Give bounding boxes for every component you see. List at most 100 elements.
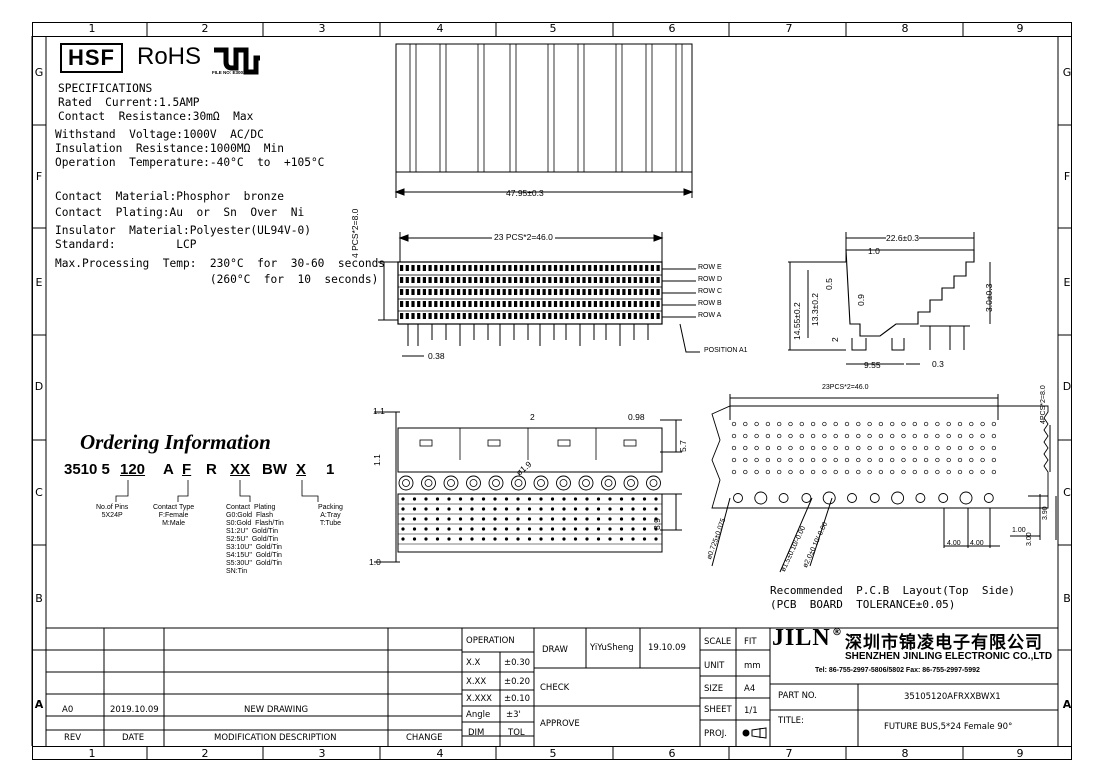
pcb-hole <box>923 421 929 427</box>
contact-pin <box>571 277 575 283</box>
contact-pin <box>514 313 518 319</box>
contact-pin <box>451 313 455 319</box>
contact-pin <box>496 301 501 307</box>
pcb-hole <box>743 469 748 475</box>
tail-dot <box>470 497 474 501</box>
pcb-hole <box>799 457 804 463</box>
contact-pin <box>639 277 643 283</box>
contact-pin <box>605 313 609 319</box>
pcb-hole <box>957 469 963 475</box>
contact-pin <box>559 313 563 319</box>
peg-circle-inner <box>447 479 455 487</box>
contact-pin <box>548 277 552 283</box>
tail-dot <box>447 527 451 531</box>
contact-pin <box>474 265 478 271</box>
tail-dot <box>619 527 624 531</box>
contact-pin <box>451 277 455 283</box>
zone-col: 5 <box>549 22 557 35</box>
contact-pin <box>645 313 649 319</box>
tail-dot <box>631 497 635 501</box>
contact-pin <box>485 277 489 283</box>
peg-circle-inner <box>514 479 523 487</box>
dim-front-1-1a: 1.1 <box>373 406 385 416</box>
tail-dot <box>539 517 543 521</box>
pcb-hole <box>810 421 816 427</box>
pcb-hole <box>765 445 771 451</box>
dim-label: DIM <box>468 728 485 738</box>
zone-col: 6 <box>668 747 676 760</box>
contact-pin <box>571 301 575 307</box>
dim-front-0-98: 0.98 <box>628 412 645 422</box>
tail-dot <box>412 537 417 541</box>
contact-pin <box>548 301 552 307</box>
contact-pin <box>588 265 592 271</box>
pn-prefix: 3510 5 <box>64 461 110 478</box>
contact-pin <box>411 289 415 295</box>
pcb-hole <box>980 421 985 427</box>
contact-pin <box>650 313 654 319</box>
zone-ruler-bottom: 1 2 3 4 5 6 7 8 9 <box>32 746 1072 761</box>
pcb-hole <box>991 469 997 475</box>
tail-dot <box>562 527 566 531</box>
contact-pin <box>457 265 461 271</box>
zone-row: D <box>34 380 44 393</box>
tail-dot <box>481 517 486 521</box>
contact-pin <box>582 265 586 271</box>
contact-pin <box>605 301 609 307</box>
pcb-hole <box>935 457 940 463</box>
contact-pin <box>519 301 523 307</box>
tail-dot <box>504 517 509 521</box>
pcb-hole <box>731 421 737 427</box>
title-label: TITLE: <box>778 716 804 726</box>
pcb-hole <box>844 469 850 475</box>
tail-dot <box>516 497 520 501</box>
contact-pin <box>576 277 580 283</box>
tail-dot <box>550 507 555 511</box>
zone-row: B <box>35 592 43 605</box>
contact-pin <box>411 301 415 307</box>
company-name-cn: 深圳市锦凌电子有限公司 <box>845 633 1043 653</box>
pcb-hole <box>799 433 804 439</box>
tail-dot <box>412 497 417 501</box>
contact-pin <box>650 277 654 283</box>
contact-pin <box>502 277 506 283</box>
tail-dot <box>573 507 578 511</box>
peg-circle-inner <box>492 479 500 487</box>
contact-pin <box>633 277 637 283</box>
pcb-hole <box>844 445 850 451</box>
contact-pin <box>536 289 540 295</box>
peg-circle-inner <box>604 479 613 487</box>
tail-dot <box>608 507 612 511</box>
pcb-hole <box>777 457 782 463</box>
unit-value: mm <box>744 661 761 671</box>
contact-pin <box>445 301 449 307</box>
contact-pin <box>656 313 660 319</box>
tail-dot <box>481 497 486 501</box>
contact-pin <box>628 289 632 295</box>
tail-dot <box>458 537 463 541</box>
rev-value: A0 <box>62 705 74 715</box>
pcb-hole <box>833 457 838 463</box>
contact-pin <box>650 301 654 307</box>
zone-col: 9 <box>1016 747 1024 760</box>
contact-pin <box>445 265 449 271</box>
pcb-hole <box>777 445 782 451</box>
contact-pin <box>553 289 558 295</box>
tail-dot <box>424 527 428 531</box>
contact-pin <box>474 289 478 295</box>
contact-pin <box>622 277 626 283</box>
dim-top-width: 47.95±0.3 <box>506 188 544 198</box>
zone-col: 8 <box>901 747 909 760</box>
pcb-hole <box>878 469 884 475</box>
contact-pin <box>610 289 615 295</box>
contact-pin <box>622 289 626 295</box>
tol-value: ±3' <box>506 710 521 720</box>
pcb-hole <box>788 469 793 475</box>
row-label: ROW A <box>698 312 722 319</box>
contact-pin <box>496 313 501 319</box>
contact-pin <box>656 301 660 307</box>
tail-dot <box>493 497 497 501</box>
pcb-hole <box>810 445 816 451</box>
contact-pin <box>645 301 649 307</box>
